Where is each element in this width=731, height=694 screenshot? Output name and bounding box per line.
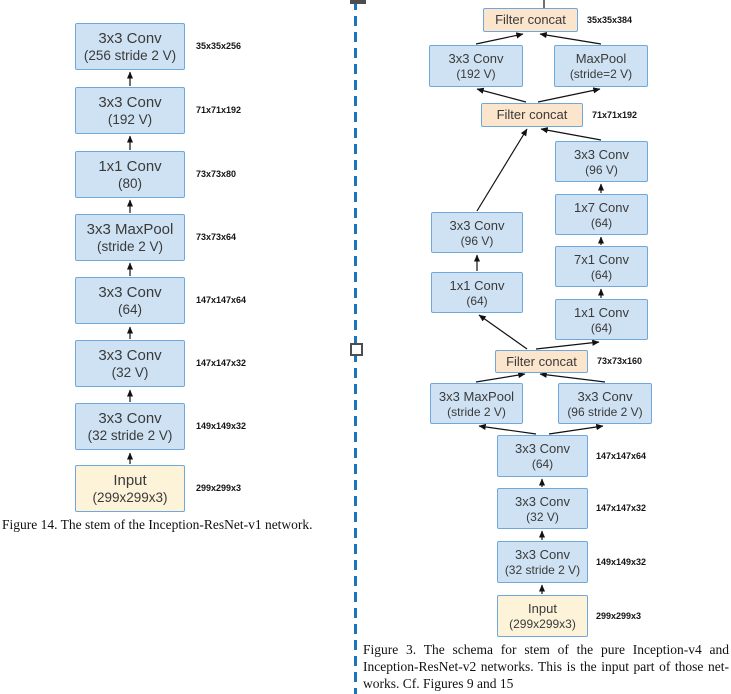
node-conv-3x3-64: 3x3 Conv (64) <box>75 277 185 324</box>
tensor-size-label: 147x147x32 <box>596 503 647 513</box>
node-params: (stride=2 V) <box>569 67 633 81</box>
node-params: (stride 2 V) <box>96 238 164 254</box>
tensor-size-label: 73x73x64 <box>196 232 237 242</box>
node-title: 3x3 Conv <box>98 93 162 111</box>
node-params: (64) <box>531 457 554 471</box>
node-params: (192 V) <box>107 111 153 127</box>
node-title: 3x3 Conv <box>448 51 504 66</box>
node-title: 3x3 MaxPool <box>86 220 174 238</box>
tensor-size-label: 35x35x384 <box>587 15 633 25</box>
node-maxpool-3x3-low: 3x3 MaxPool (stride 2 V) <box>430 383 523 424</box>
node-title: 3x3 Conv <box>515 547 570 562</box>
node-title: 3x3 Conv <box>98 29 162 47</box>
node-params: (32 V) <box>111 364 149 380</box>
node-conv-3x3-32-stride2: 3x3 Conv (32 stride 2 V) <box>75 403 185 450</box>
divider-top-drag-handle[interactable] <box>350 0 366 4</box>
node-input: Input (299x299x3) <box>75 465 185 512</box>
node-params: (64) <box>466 293 488 308</box>
node-title: 1x1 Conv <box>449 277 505 293</box>
node-title: 1x1 Conv <box>574 304 629 320</box>
node-conv-3x3-96-stride2: 3x3 Conv (96 stride 2 V) <box>558 383 652 424</box>
node-maxpool-3x3: 3x3 MaxPool (stride 2 V) <box>75 214 185 261</box>
node-title: 3x3 MaxPool <box>438 388 515 404</box>
node-conv-3x3-64: 3x3 Conv (64) <box>497 435 588 477</box>
node-title: MaxPool <box>575 51 627 66</box>
node-title: Filter concat <box>506 353 577 369</box>
node-params: (96 stride 2 V) <box>567 404 643 419</box>
node-maxpool-top: MaxPool (stride=2 V) <box>554 45 648 87</box>
node-title: Input <box>113 471 147 489</box>
caption-line: works. Cf. Figures 9 and 15 <box>363 676 514 691</box>
tensor-size-label: 73x73x80 <box>196 169 237 179</box>
node-params: (stride 2 V) <box>447 404 506 419</box>
node-conv-3x3-192v: 3x3 Conv (192 V) <box>75 87 185 134</box>
node-conv-7x1-64: 7x1 Conv (64) <box>555 246 648 287</box>
tensor-size-label: 71x71x192 <box>592 110 638 120</box>
node-params: (32 stride 2 V) <box>504 563 581 577</box>
node-params: (299x299x3) <box>92 489 168 505</box>
node-conv-3x3-96v-right: 3x3 Conv (96 V) <box>555 141 648 182</box>
caption-line: Inception-ResNet-v2 networks. This is th… <box>363 659 729 674</box>
tensor-size-label: 147x147x32 <box>196 358 247 368</box>
node-params: (256 stride 2 V) <box>83 47 177 63</box>
tensor-size-label: 35x35x256 <box>196 41 242 51</box>
node-input: Input (299x299x3) <box>497 595 588 637</box>
node-title: 3x3 Conv <box>515 493 570 509</box>
node-params: (32 stride 2 V) <box>87 427 173 443</box>
node-title: 7x1 Conv <box>574 251 629 267</box>
tensor-size-label: 149x149x32 <box>596 557 647 567</box>
tensor-size-label: 299x299x3 <box>196 483 242 493</box>
node-params: (64) <box>590 215 613 230</box>
node-title: 1x7 Conv <box>574 199 629 215</box>
node-title: 1x1 Conv <box>98 157 162 175</box>
node-conv-3x3-96v-left: 3x3 Conv (96 V) <box>431 212 523 253</box>
node-title: 3x3 Conv <box>98 409 162 427</box>
node-title: 3x3 Conv <box>449 217 505 233</box>
node-conv-1x1-80: 1x1 Conv (80) <box>75 151 185 198</box>
node-conv-3x3-192v: 3x3 Conv (192 V) <box>429 45 523 87</box>
node-conv-3x3-32-stride2: 3x3 Conv (32 stride 2 V) <box>497 541 588 583</box>
node-conv-3x3-32v: 3x3 Conv (32 V) <box>497 488 588 529</box>
node-title: Filter concat <box>496 107 568 122</box>
node-conv-3x3-32v: 3x3 Conv (32 V) <box>75 340 185 387</box>
node-filter-concat-low: Filter concat <box>495 350 588 373</box>
tensor-size-label: 71x71x192 <box>196 105 242 115</box>
node-filter-concat-mid: Filter concat <box>481 103 583 127</box>
node-conv-3x3-256-stride2: 3x3 Conv (256 stride 2 V) <box>75 23 185 70</box>
node-params: (64) <box>117 301 142 317</box>
node-title: 3x3 Conv <box>98 346 162 364</box>
divider-mid-drag-handle[interactable] <box>350 343 363 356</box>
tensor-size-label: 147x147x64 <box>596 451 647 461</box>
node-params: (64) <box>590 320 613 335</box>
caption-line: Figure 3. The schema for stem of the pur… <box>363 642 729 657</box>
node-params: (32 V) <box>526 509 559 524</box>
node-params: (64) <box>590 267 613 282</box>
tensor-size-label: 73x73x160 <box>597 356 643 366</box>
node-title: 3x3 Conv <box>98 283 162 301</box>
tensor-size-label: 299x299x3 <box>596 611 642 621</box>
node-title: Input <box>528 601 557 616</box>
figure14-caption: Figure 14. The stem of the Inception-Res… <box>2 517 313 532</box>
node-title: 3x3 Conv <box>574 146 629 162</box>
node-params: (96 V) <box>585 162 618 177</box>
node-conv-1x7-64: 1x7 Conv (64) <box>555 194 648 235</box>
node-title: 3x3 Conv <box>515 441 570 456</box>
figure3-caption: Figure 3. The schema for stem of the pur… <box>363 641 729 692</box>
node-params: (96 V) <box>460 233 494 248</box>
node-conv-1x1-64-left: 1x1 Conv (64) <box>431 272 523 313</box>
tensor-size-label: 149x149x32 <box>196 421 247 431</box>
node-title: 3x3 Conv <box>577 388 633 404</box>
node-filter-concat-top: Filter concat <box>483 8 578 32</box>
node-conv-1x1-64-right: 1x1 Conv (64) <box>555 299 648 340</box>
node-params: (299x299x3) <box>509 617 576 631</box>
node-params: (80) <box>117 175 142 191</box>
tensor-size-label: 147x147x64 <box>196 295 247 305</box>
node-title: Filter concat <box>495 12 566 27</box>
node-params: (192 V) <box>456 67 496 81</box>
